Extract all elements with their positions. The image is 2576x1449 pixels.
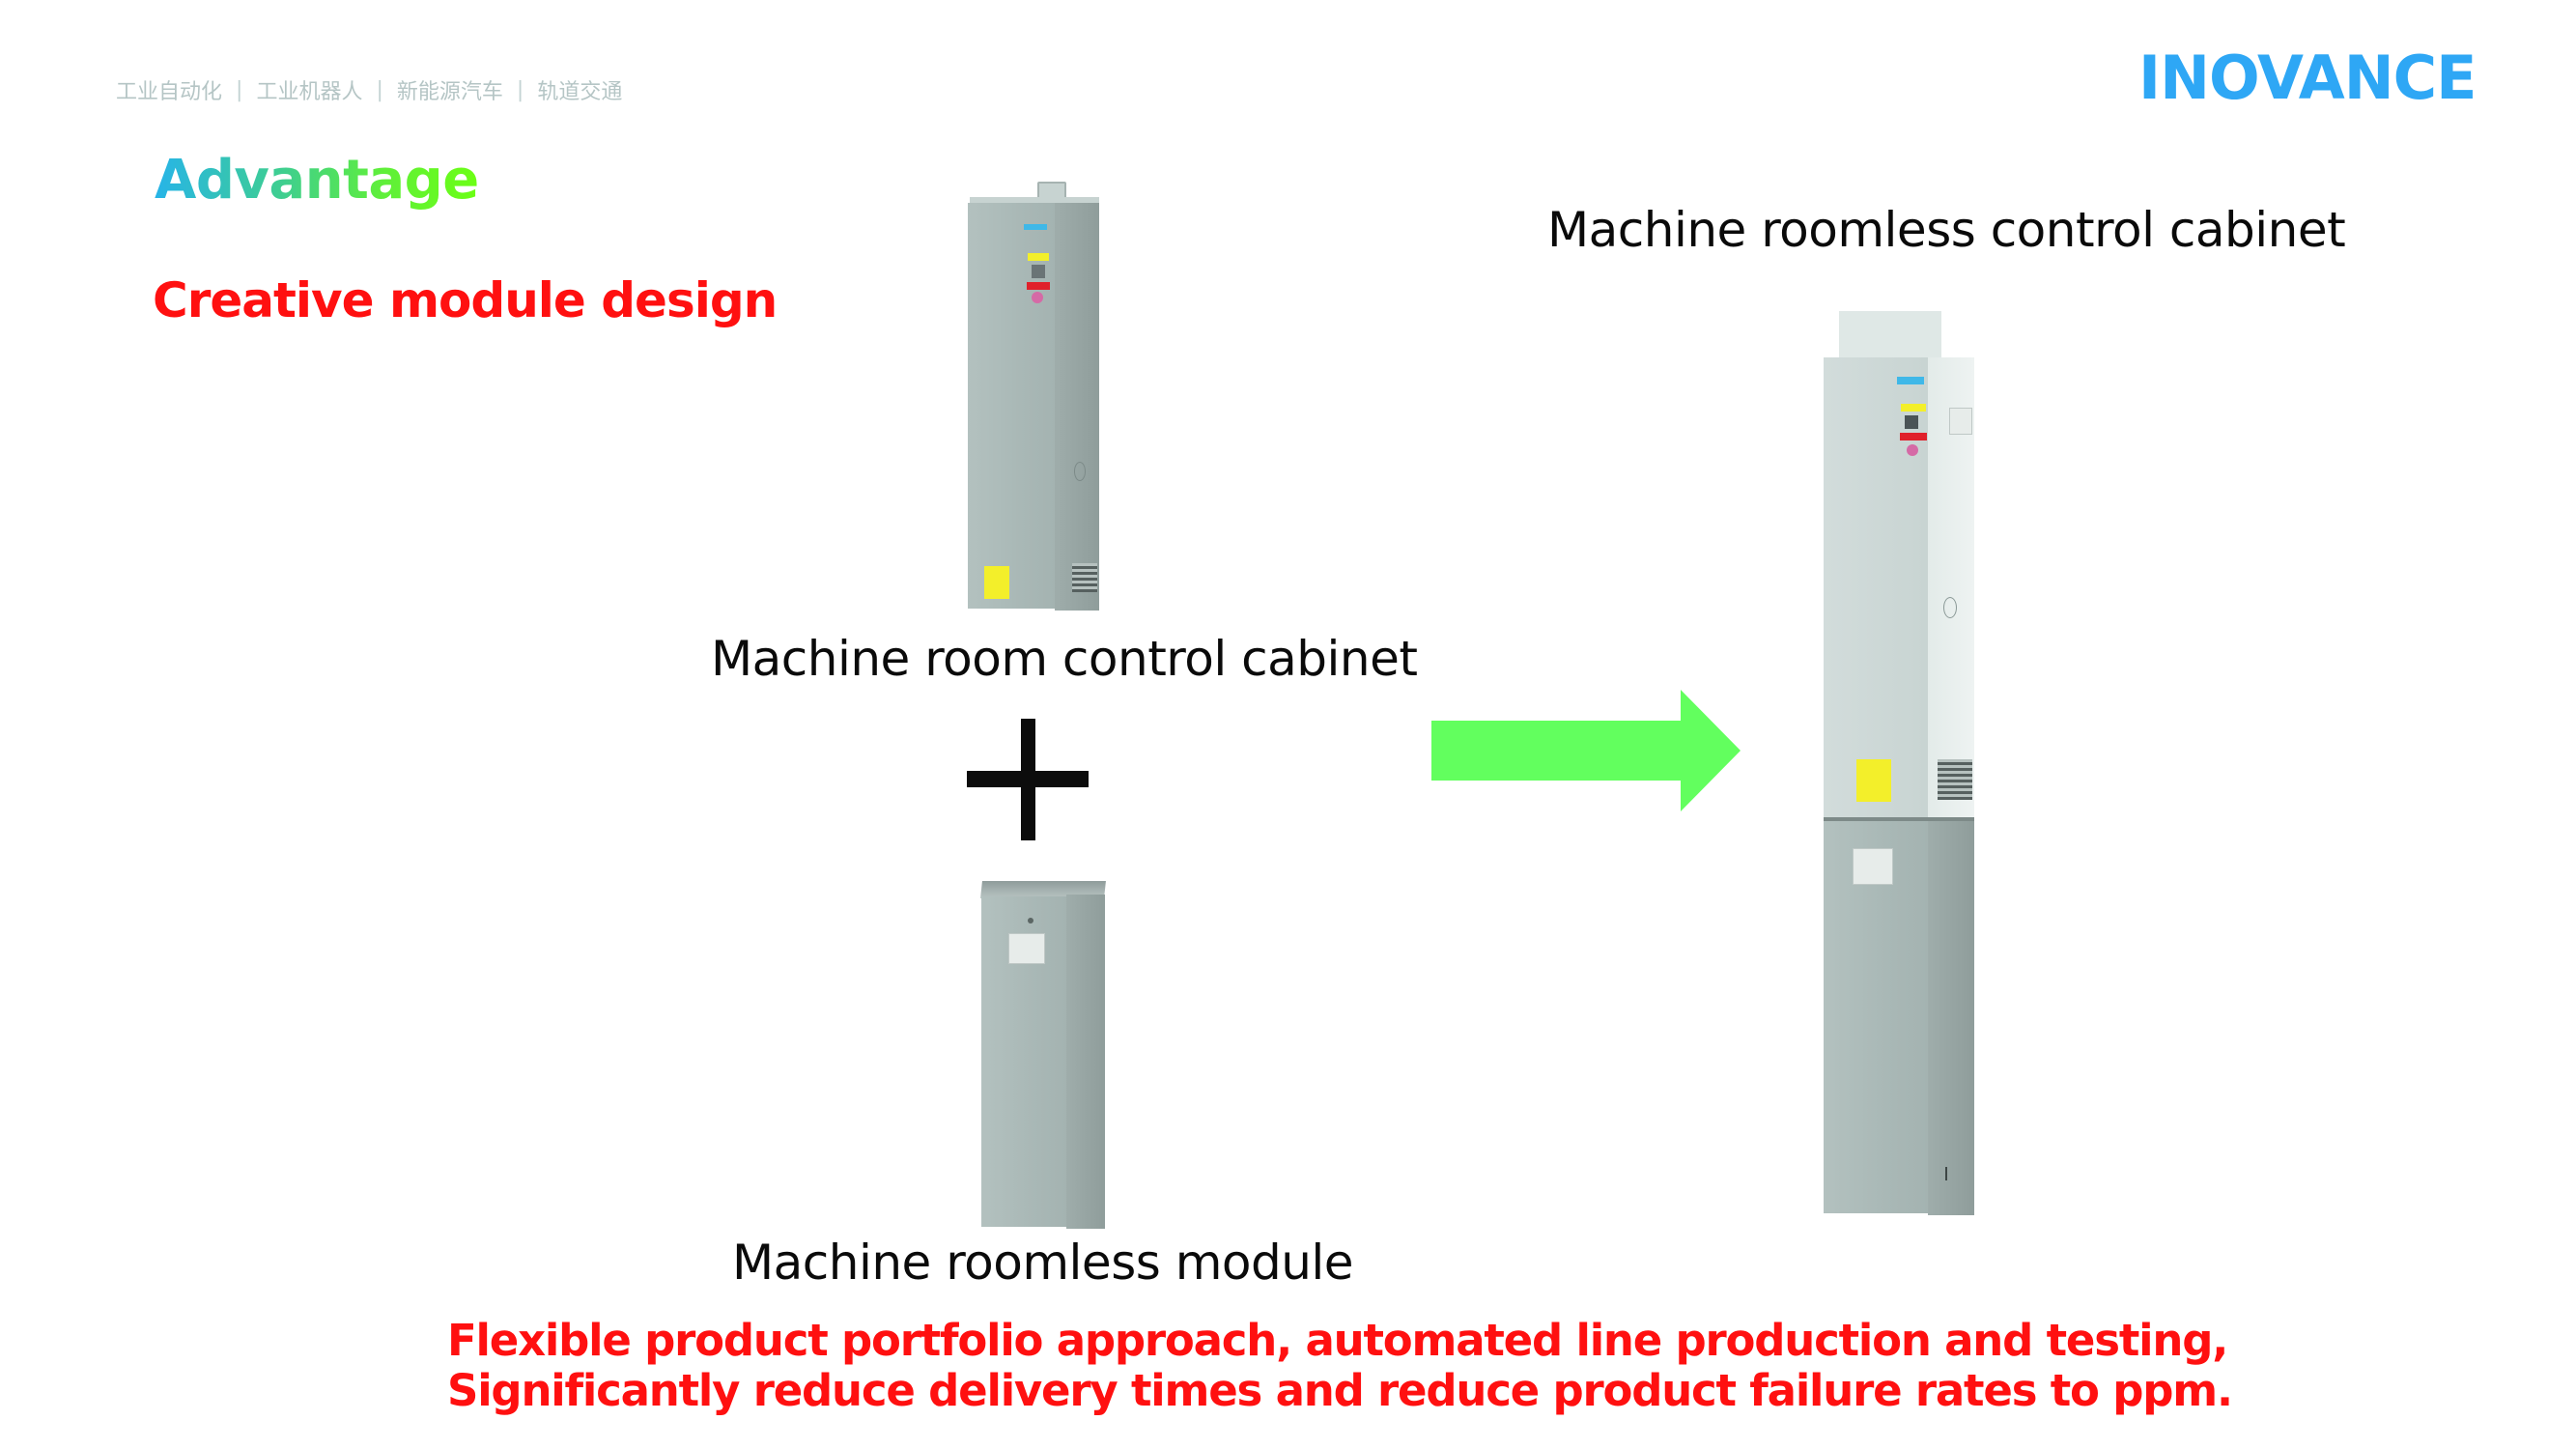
- warning-label: [1028, 253, 1049, 261]
- nav-item-industrial-robot: 工业机器人: [256, 80, 363, 104]
- inovance-logo: INOVANCE: [2138, 43, 2477, 113]
- nav-item-new-energy-vehicle: 新能源汽车: [396, 80, 503, 104]
- module-side: [1066, 895, 1105, 1229]
- nav-item-rail-transit: 轨道交通: [537, 80, 623, 104]
- hazard-symbol: [1032, 292, 1043, 303]
- cabinet-top-cap: [1839, 311, 1941, 359]
- cabinet-top: [970, 197, 1099, 207]
- machine-roomless-module-photo: [977, 879, 1113, 1236]
- side-vent: [1938, 759, 1972, 800]
- warning-symbol: [1905, 415, 1918, 429]
- cabinet-lower-front: [1824, 821, 1928, 1213]
- cabinet-joint: [1824, 817, 1974, 821]
- cabinet-side: [1055, 203, 1099, 611]
- summary-line-2: Significantly reduce delivery times and …: [447, 1365, 2233, 1416]
- nav-separator: |: [236, 77, 243, 102]
- cabinet-upper-side: [1928, 357, 1974, 821]
- knockout-circle: [1943, 597, 1957, 618]
- side-slot: [1945, 1167, 1947, 1180]
- warning-label: [1901, 404, 1926, 412]
- danger-label: [1900, 433, 1927, 440]
- arrow-right-icon: [1431, 690, 1741, 811]
- caution-label: [984, 566, 1009, 599]
- summary-text: Flexible product portfolio approach, aut…: [447, 1315, 2233, 1416]
- nav-separator: |: [376, 77, 383, 102]
- cabinet-front: [968, 203, 1055, 609]
- caution-label: [1856, 759, 1891, 802]
- nameplate-label: [1853, 848, 1893, 885]
- brand-plate: [1024, 224, 1047, 230]
- summary-line-1: Flexible product portfolio approach, aut…: [447, 1315, 2228, 1366]
- cabinet-lower-side: [1928, 821, 1974, 1215]
- side-nameplate: [1949, 408, 1972, 435]
- module-screw: [1028, 918, 1033, 923]
- label-machine-roomless-module: Machine roomless module: [732, 1235, 1354, 1291]
- plus-icon: [967, 771, 1089, 787]
- slide-subtitle: Creative module design: [153, 272, 778, 328]
- warning-symbol: [1032, 265, 1045, 278]
- nameplate-label: [1008, 933, 1045, 964]
- hazard-symbol: [1907, 444, 1918, 456]
- machine-roomless-control-cabinet-photo: [1820, 307, 1986, 1220]
- label-machine-roomless-control-cabinet: Machine roomless control cabinet: [1547, 202, 2346, 258]
- slide-title: Advantage: [155, 147, 479, 214]
- side-vent: [1072, 563, 1097, 592]
- label-machine-room-control-cabinet: Machine room control cabinet: [711, 631, 1418, 687]
- header-business-nav: 工业自动化 | 工业机器人 | 新能源汽车 | 轨道交通: [116, 75, 623, 105]
- nav-item-industrial-automation: 工业自动化: [116, 80, 223, 104]
- nav-separator: |: [516, 77, 524, 102]
- knockout-circle: [1074, 462, 1086, 481]
- arrow-shape: [1431, 690, 1741, 811]
- machine-room-control-cabinet-photo: [966, 182, 1106, 614]
- brand-plate: [1897, 377, 1924, 384]
- danger-label: [1027, 282, 1050, 290]
